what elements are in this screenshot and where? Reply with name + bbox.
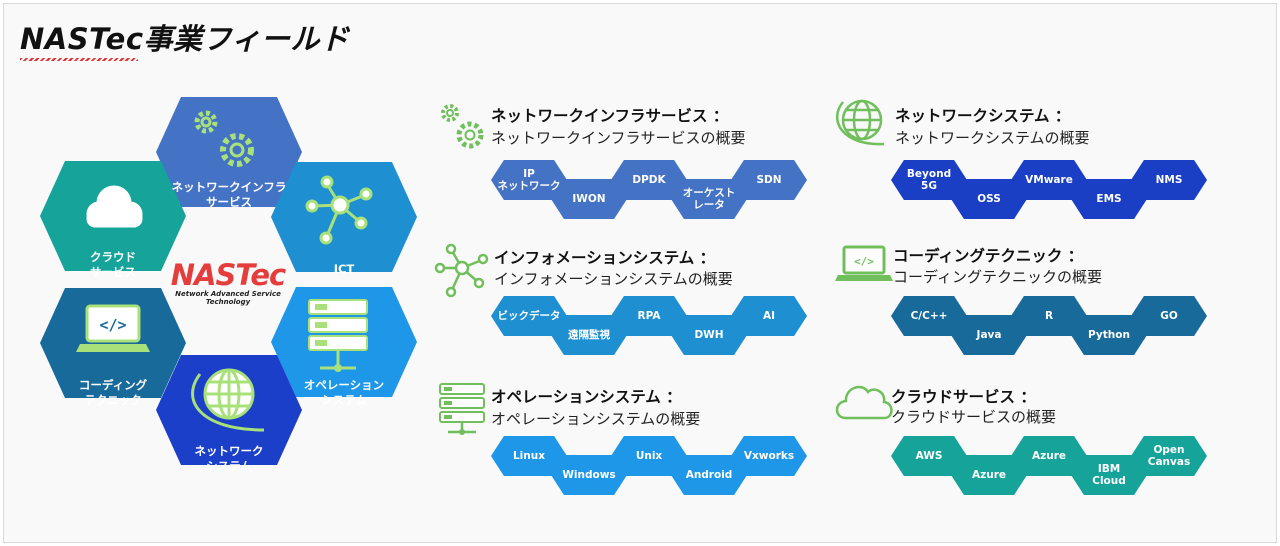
hex-label-network: ネットワーク システム	[194, 444, 264, 473]
section-laptop-code-icon: </>	[835, 245, 893, 281]
logo-tagline: Network Advanced Service Technology	[175, 290, 281, 306]
globe-icon	[191, 368, 265, 432]
cloud-icon	[86, 185, 143, 228]
section-title-info: インフォメーションシステム ：	[494, 249, 716, 267]
chip-cloud-4[interactable]: Open Canvas	[1131, 436, 1207, 476]
chip-netsys-2[interactable]: VMware	[1011, 160, 1087, 200]
section-subtitle-ops: オペレーションシステムの概要	[491, 410, 701, 428]
chip-netsys-3[interactable]: EMS	[1071, 179, 1147, 219]
hex-label-ict: ICT	[333, 262, 355, 276]
svg-text:</>: </>	[99, 316, 126, 334]
network-nodes-icon	[305, 175, 373, 245]
section-subtitle-info: インフォメーションシステムの概要	[494, 270, 733, 288]
hex-label-ops: オペレーション システム	[303, 378, 385, 407]
server-icon	[308, 299, 368, 372]
hex-infra[interactable]	[156, 97, 302, 207]
section-subtitle-infra: ネットワークインフラサービスの概要	[491, 129, 746, 147]
hex-label-cloud: クラウド サービス	[90, 250, 136, 279]
section-subtitle-netsys: ネットワークシステムの概要	[895, 129, 1090, 147]
chip-netsys-0[interactable]: Beyond 5G	[891, 160, 967, 200]
chip-info-1[interactable]: 遠隔監視	[551, 315, 627, 355]
chip-ops-0[interactable]: Linux	[491, 436, 567, 476]
chip-info-3[interactable]: DWH	[671, 315, 747, 355]
section-gears-icon	[441, 104, 484, 149]
chip-info-2[interactable]: RPA	[611, 296, 687, 336]
chip-infra-3[interactable]: オーケスト レータ	[671, 179, 747, 219]
chip-coding-0[interactable]: C/C++	[891, 296, 967, 336]
gears-icon	[194, 110, 254, 167]
chip-ops-2[interactable]: Unix	[611, 436, 687, 476]
chip-cloud-3[interactable]: IBM Cloud	[1071, 455, 1147, 495]
page-title: NASTec事業フィールド	[20, 16, 349, 61]
section-server-icon	[439, 383, 485, 435]
section-title-coding: コーディングテクニック ：	[893, 247, 1084, 265]
spellcheck-underline	[20, 58, 138, 61]
section-subtitle-coding: コーディングテクニックの概要	[893, 268, 1102, 286]
hex-label-infra: ネットワークインフラ サービス	[171, 180, 287, 209]
chip-infra-4[interactable]: SDN	[731, 160, 807, 200]
svg-text:</>: </>	[854, 255, 874, 268]
hex-ict[interactable]	[271, 162, 417, 272]
chip-ops-4[interactable]: Vxworks	[731, 436, 807, 476]
chip-coding-1[interactable]: Java	[951, 315, 1027, 355]
chip-netsys-4[interactable]: NMS	[1131, 160, 1207, 200]
section-title-ops: オペレーションシステム ：	[491, 388, 682, 406]
hex-coding[interactable]	[40, 288, 186, 398]
chip-infra-2[interactable]: DPDK	[611, 160, 687, 200]
chip-infra-0[interactable]: IP ネットワーク	[491, 160, 567, 200]
chip-info-0[interactable]: ビックデータ	[491, 296, 567, 336]
nastec-logo: NASTec Network Advanced Service Technolo…	[170, 258, 287, 306]
logo-name: NASTec	[170, 258, 287, 292]
chip-cloud-2[interactable]: Azure	[1011, 436, 1087, 476]
chip-infra-1[interactable]: IWON	[551, 179, 627, 219]
chip-cloud-1[interactable]: Azure	[951, 455, 1027, 495]
section-cloud-icon	[835, 385, 893, 420]
chip-coding-3[interactable]: Python	[1071, 315, 1147, 355]
section-title-infra: ネットワークインフラサービス ：	[491, 107, 729, 125]
hex-label-coding: コーディング テクニック	[78, 378, 148, 407]
section-globe-icon	[836, 99, 885, 146]
section-title-cloud: クラウドサービス ：	[891, 388, 1036, 406]
section-network-nodes-icon	[434, 243, 489, 298]
chip-cloud-0[interactable]: AWS	[891, 436, 967, 476]
section-title-netsys: ネットワークシステム ：	[895, 107, 1071, 125]
laptop-code-icon: </>	[76, 304, 150, 352]
chip-coding-2[interactable]: R	[1011, 296, 1087, 336]
chip-netsys-1[interactable]: OSS	[951, 179, 1027, 219]
chip-ops-3[interactable]: Android	[671, 455, 747, 495]
chip-info-4[interactable]: AI	[731, 296, 807, 336]
chip-coding-4[interactable]: GO	[1131, 296, 1207, 336]
chip-ops-1[interactable]: Windows	[551, 455, 627, 495]
section-subtitle-cloud: クラウドサービスの概要	[891, 408, 1057, 426]
